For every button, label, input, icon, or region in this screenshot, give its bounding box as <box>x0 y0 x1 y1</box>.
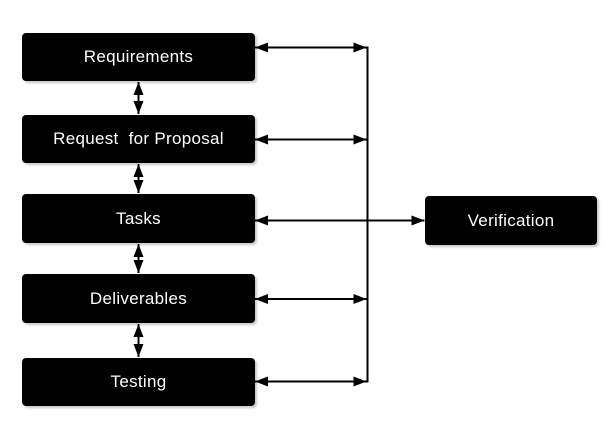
node-requirements: Requirements <box>22 33 255 81</box>
node-testing: Testing <box>22 358 255 406</box>
node-tasks: Tasks <box>22 194 255 243</box>
node-deliverables: Deliverables <box>22 274 255 323</box>
node-verification: Verification <box>425 196 597 245</box>
node-request-for-proposal: Request for Proposal <box>22 115 255 163</box>
